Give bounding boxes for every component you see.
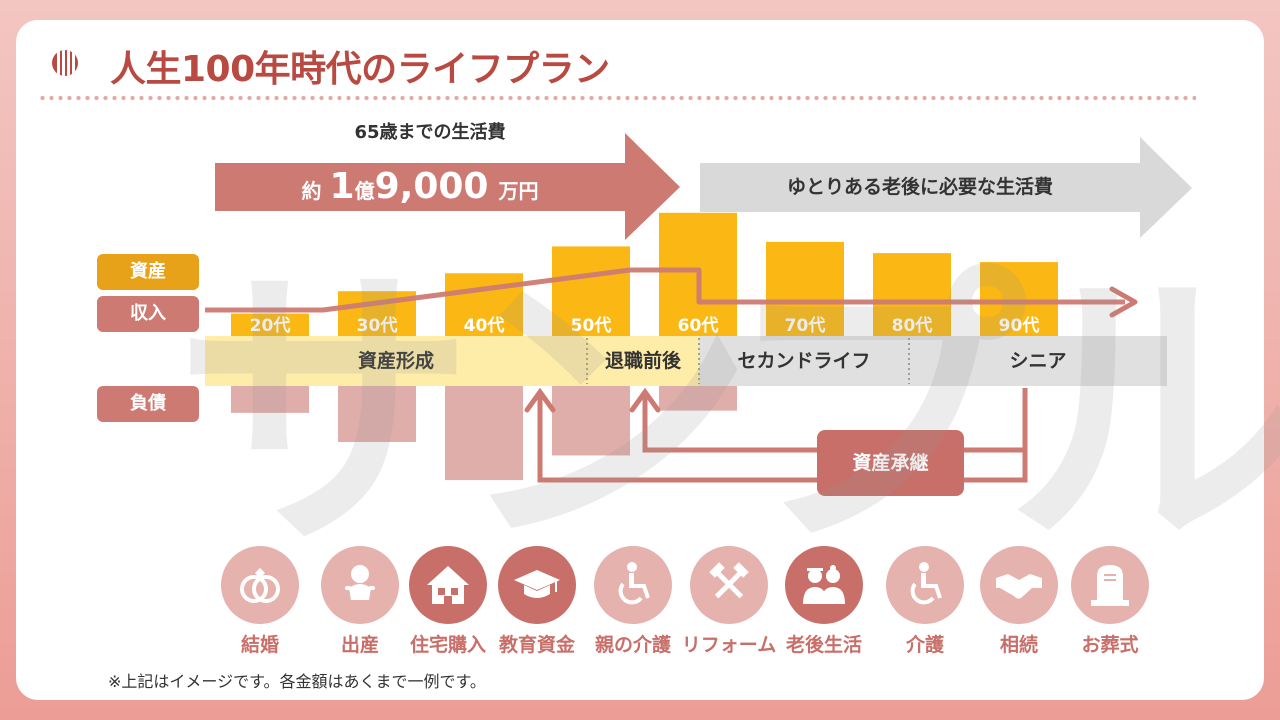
category-label-30s: 30代 bbox=[357, 315, 398, 336]
life-event: 結婚 bbox=[205, 546, 315, 657]
asset-bar-90s bbox=[980, 262, 1058, 336]
asset-bar-80s bbox=[873, 253, 951, 336]
income-line bbox=[205, 267, 1125, 313]
category-label-20s: 20代 bbox=[250, 315, 291, 336]
cost-unit-2: 万円 bbox=[498, 179, 539, 203]
graduation-cap-icon bbox=[498, 546, 576, 624]
stage-band-retire bbox=[587, 336, 699, 386]
category-label-90s: 90代 bbox=[999, 315, 1040, 336]
debt-bar-40s bbox=[445, 386, 523, 481]
inheritance-arrowhead-outer bbox=[524, 387, 556, 413]
elderly-couple-icon bbox=[785, 546, 863, 624]
asset-bar-70s bbox=[766, 241, 844, 336]
category-label-40s: 40代 bbox=[464, 315, 505, 336]
stage-second-life: セカンドライフ bbox=[737, 350, 871, 372]
category-label-70s: 70代 bbox=[785, 315, 826, 336]
baby-icon bbox=[321, 546, 399, 624]
cost-header: 65歳までの生活費 bbox=[354, 122, 506, 143]
life-event-label: 出産 bbox=[340, 634, 379, 656]
income-arrowhead bbox=[1109, 286, 1138, 318]
debt-bar-60s bbox=[659, 386, 737, 411]
stage-asset-building: 資産形成 bbox=[357, 350, 434, 372]
life-event: 教育資金 bbox=[482, 546, 592, 657]
inheritance-arrowhead-inner bbox=[629, 387, 661, 413]
cost-big-2: 9,000 bbox=[374, 166, 489, 207]
striped-circle-icon bbox=[52, 50, 78, 76]
cost-unit-1: 億 bbox=[354, 179, 375, 203]
tools-icon bbox=[690, 546, 768, 624]
cost-prefix: 約 bbox=[301, 179, 322, 203]
stage-retirement: 退職前後 bbox=[604, 350, 681, 372]
disclaimer-note: ※上記はイメージです。各金額はあくまで一例です。 bbox=[108, 672, 486, 691]
life-event-label: お葬式 bbox=[1081, 634, 1139, 656]
cost-arrow bbox=[215, 133, 680, 240]
handshake-icon bbox=[980, 546, 1058, 624]
life-event-label: 住宅購入 bbox=[409, 634, 486, 656]
cost-big-1: 1 bbox=[329, 166, 355, 207]
life-event-label: 教育資金 bbox=[498, 634, 575, 656]
life-event: 介護 bbox=[870, 546, 980, 657]
stage-band-grey bbox=[699, 336, 1167, 386]
rings-icon bbox=[221, 546, 299, 624]
life-event: 住宅購入 bbox=[393, 546, 503, 657]
retirement-cost: ゆとりある老後に必要な生活費 bbox=[786, 176, 1053, 198]
gravestone-icon bbox=[1071, 546, 1149, 624]
inheritance-box: 資産承継 bbox=[817, 430, 964, 496]
life-event: お葬式 bbox=[1055, 546, 1165, 657]
lifetime-cost: 約 1 億 9,000 万円 bbox=[215, 163, 625, 211]
life-event: リフォーム bbox=[674, 546, 784, 657]
debt-bar-50s bbox=[552, 386, 630, 456]
life-event: 出産 bbox=[305, 546, 415, 657]
life-event: 親の介護 bbox=[578, 546, 688, 657]
life-event-label: リフォーム bbox=[681, 634, 777, 656]
stage-band-yellow bbox=[205, 336, 587, 386]
asset-bar-20s bbox=[231, 313, 309, 336]
house-icon bbox=[409, 546, 487, 624]
category-label-60s: 60代 bbox=[678, 315, 719, 336]
wheelchair-icon bbox=[594, 546, 672, 624]
debt-bar-20s bbox=[231, 386, 309, 413]
page-title: 人生100年時代のライフプラン bbox=[110, 49, 610, 90]
category-label-50s: 50代 bbox=[571, 315, 612, 336]
asset-bar-50s bbox=[552, 246, 630, 336]
debt-label: 負債 bbox=[97, 386, 199, 422]
life-event-label: 介護 bbox=[905, 634, 944, 656]
income-label: 収入 bbox=[97, 296, 199, 332]
stage-senior: シニア bbox=[1009, 350, 1067, 372]
category-label-80s: 80代 bbox=[892, 315, 933, 336]
life-event-label: 結婚 bbox=[240, 634, 279, 656]
debt-bar-30s bbox=[338, 386, 416, 442]
life-event-label: 相続 bbox=[999, 634, 1038, 656]
life-event-label: 老後生活 bbox=[785, 634, 862, 656]
wheelchair-icon bbox=[886, 546, 964, 624]
life-event: 老後生活 bbox=[769, 546, 879, 657]
inheritance-flow-outer bbox=[537, 388, 1028, 483]
dotted-divider bbox=[38, 95, 1196, 101]
life-event-label: 親の介護 bbox=[594, 634, 671, 656]
assets-label: 資産 bbox=[97, 254, 199, 290]
life-event: 相続 bbox=[964, 546, 1074, 657]
retirement-arrow bbox=[700, 137, 1192, 238]
